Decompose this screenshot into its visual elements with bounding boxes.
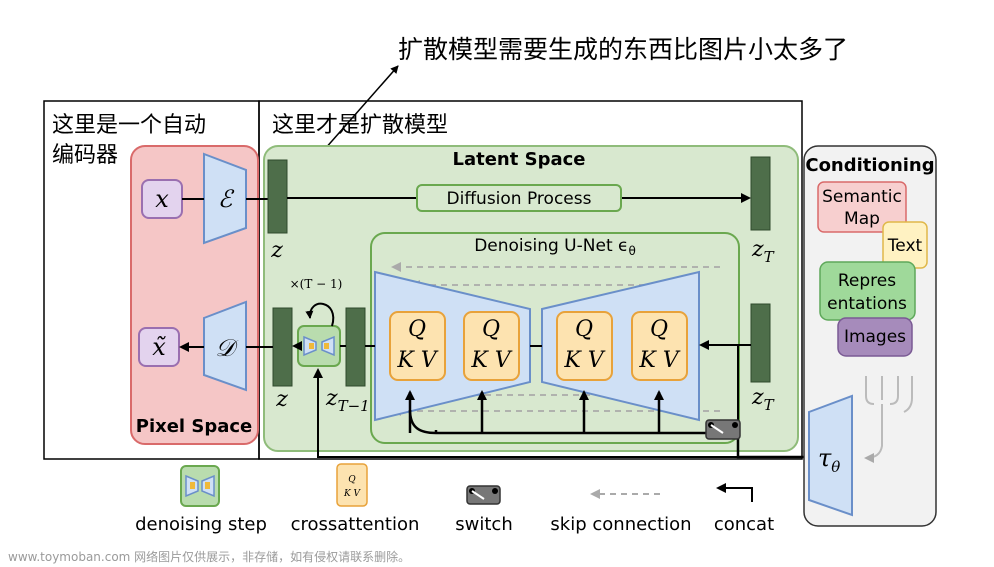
- encoder-label: ℰ: [218, 185, 235, 213]
- diffusion-process-box: [416, 184, 622, 212]
- diffusion-note: 这里才是扩散模型: [272, 113, 448, 138]
- svg-text:Q: Q: [650, 317, 668, 342]
- cond-to-denoise: [313, 368, 808, 458]
- unet-title: Denoising U-Net ϵθ: [474, 236, 636, 258]
- legend-ds-dot-r: [205, 482, 210, 489]
- legend-crossattention-label: crossattention: [291, 514, 420, 535]
- z-output-bar: [272, 307, 293, 387]
- tau-theta-label: τθ: [818, 444, 840, 476]
- z-T-latent-bar: [750, 156, 771, 231]
- autoencoder-note-line1: 这里是一个自动: [52, 113, 206, 138]
- svg-text:K V: K V: [638, 348, 680, 373]
- images-item: [837, 317, 913, 357]
- latent-space-title: Latent Space: [453, 149, 586, 170]
- encoder-trapezoid: [203, 152, 247, 245]
- attention-block-3: Q K V: [556, 311, 613, 381]
- diffusion-process-label: Diffusion Process: [447, 189, 592, 209]
- legend-switch-lever: [471, 490, 485, 500]
- legend-denoising-step-label: denoising step: [135, 514, 267, 535]
- x-input-label: x: [155, 185, 169, 213]
- legend-crossattention-icon: [336, 463, 368, 507]
- legend-mini-kv: K V: [343, 489, 362, 499]
- watermark: www.toymoban.com 网络图片仅供展示，非存储，如有侵权请联系删除。: [8, 549, 410, 564]
- decoder-trapezoid: [203, 300, 247, 392]
- semantic-map-item: [817, 181, 907, 233]
- z-T-latent-label: zT: [751, 237, 775, 266]
- representations-line1: Repres: [838, 271, 896, 291]
- z-T-input-label: zT: [751, 385, 775, 414]
- legend-switch-icon: [466, 485, 501, 505]
- attention-block-4: Q K V: [631, 311, 688, 381]
- denoising-step-dot-left: [309, 343, 314, 349]
- text-item-label: Text: [887, 236, 923, 256]
- unet-decoder-half: [541, 270, 700, 422]
- legend-concat-label: concat: [714, 514, 774, 535]
- legend-switch-label: switch: [455, 514, 512, 535]
- svg-text:Q: Q: [482, 317, 500, 342]
- top-note: 扩散模型需要生成的东西比图片小太多了: [398, 35, 848, 64]
- legend-switch-dot-r: [492, 488, 498, 494]
- semantic-map-line2: Map: [844, 209, 880, 229]
- pixel-space-title: Pixel Space: [136, 416, 253, 437]
- attention-block-1: Q K V: [389, 311, 446, 381]
- svg-text:K V: K V: [470, 348, 512, 373]
- svg-text:Q: Q: [408, 317, 426, 342]
- legend-skip-label: skip connection: [550, 514, 691, 535]
- svg-text:Q: Q: [575, 317, 593, 342]
- legend-concat-icon: [716, 483, 753, 502]
- z-T-minus-1-label: zT−1: [325, 386, 370, 415]
- svg-text:K V: K V: [396, 348, 438, 373]
- autoencoder-note-line2: 编码器: [52, 143, 118, 168]
- representations-line2: entations: [827, 294, 907, 314]
- tau-theta-trapezoid: [808, 394, 853, 517]
- conditioning-title: Conditioning: [805, 155, 934, 176]
- svg-text:K V: K V: [563, 348, 605, 373]
- z-latent-label: z: [270, 238, 283, 263]
- denoising-step-dot-right: [324, 343, 329, 349]
- cond-curve1: [408, 409, 437, 435]
- z-latent-bar: [267, 159, 288, 234]
- z-output-label: z: [275, 387, 288, 412]
- legend-mini-q: Q: [348, 475, 356, 485]
- legend-denoising-step-icon: [180, 465, 220, 507]
- switch-dot-right: [732, 422, 738, 428]
- repeat-label: ×(T − 1): [290, 277, 343, 291]
- semantic-map-line1: Semantic: [822, 187, 902, 207]
- x-tilde-output-label: x̃: [152, 333, 166, 361]
- repeat-loop: [305, 302, 335, 327]
- switch-node: [705, 419, 741, 440]
- z-T-input-bar: [750, 303, 771, 383]
- switch-lever: [710, 424, 724, 434]
- images-item-label: Images: [844, 327, 906, 347]
- legend-ds-dot-l: [190, 482, 195, 489]
- conditioning-branches: [864, 376, 913, 463]
- z-T-minus-1-bar: [345, 307, 366, 387]
- legend: denoising step Q K V crossattention swit…: [135, 463, 774, 535]
- attention-block-2: Q K V: [463, 311, 520, 381]
